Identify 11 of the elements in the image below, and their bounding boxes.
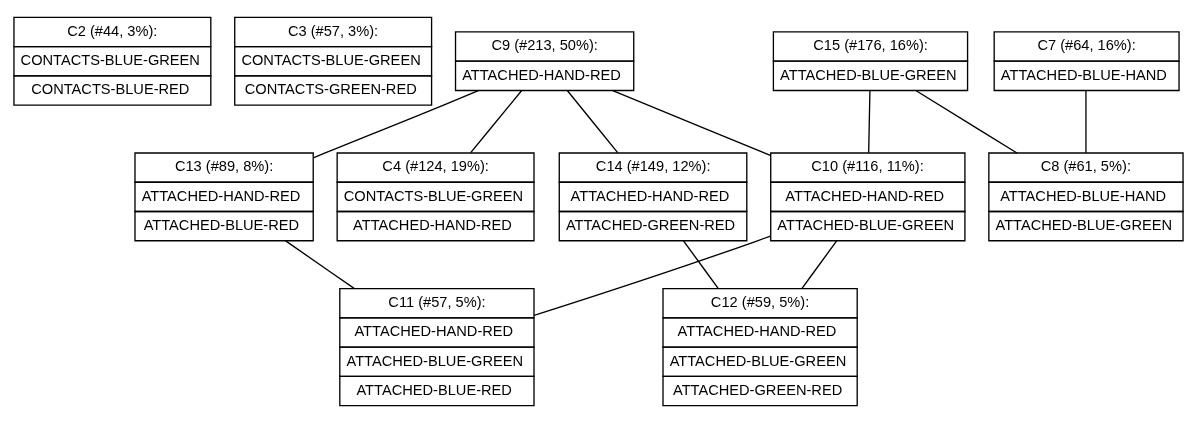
connector — [612, 89, 771, 157]
connector — [285, 240, 355, 290]
connector — [566, 90, 619, 154]
connector — [682, 240, 719, 290]
connector — [801, 240, 838, 290]
connector — [868, 90, 871, 154]
connector — [312, 89, 480, 159]
connector — [533, 235, 772, 317]
connector — [470, 90, 523, 154]
connector — [915, 90, 1018, 154]
connector — [1085, 90, 1087, 154]
